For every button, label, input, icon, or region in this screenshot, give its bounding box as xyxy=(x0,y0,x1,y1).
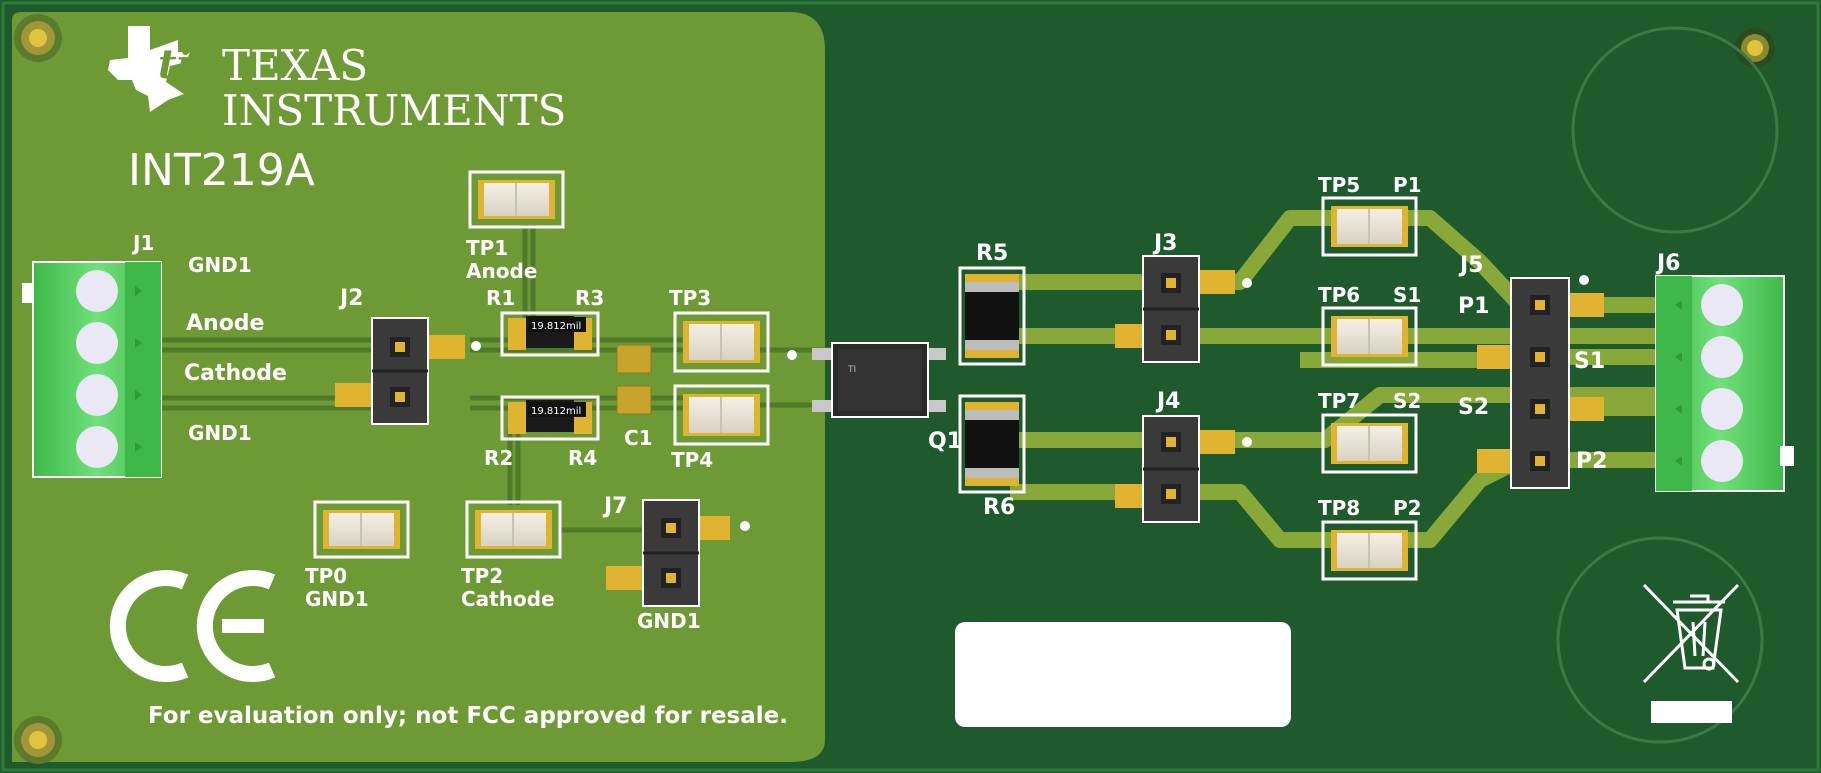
j7-jumper-header[interactable] xyxy=(606,499,750,607)
label-r6: R6 xyxy=(983,495,1015,520)
label-r4: R4 xyxy=(568,446,597,470)
label-tp7-net: S2 xyxy=(1393,389,1421,413)
mounting-hole-top-left xyxy=(14,14,62,62)
r2-r4-resistor-pair[interactable] xyxy=(500,395,600,441)
label-j7-net: GND1 xyxy=(637,609,701,633)
brand-line1: TEXAS xyxy=(222,41,368,90)
label-j4: J4 xyxy=(1155,389,1181,414)
svg-text:ti: ti xyxy=(158,41,192,88)
label-tp6: TP6 xyxy=(1318,283,1360,307)
tp7-test-point[interactable] xyxy=(1321,413,1418,474)
ti-logo-icon: ti xyxy=(108,26,192,112)
svg-text:TI: TI xyxy=(847,365,856,375)
label-tp4: TP4 xyxy=(671,448,713,472)
disclaimer: For evaluation only; not FCC approved fo… xyxy=(148,703,788,729)
label-r1: R1 xyxy=(486,286,515,310)
keepout-circle-top-right xyxy=(1571,26,1779,234)
j3-jumper-header[interactable] xyxy=(1115,255,1252,363)
j5-pin-header[interactable] xyxy=(1477,275,1604,489)
label-j1-gnd1-top: GND1 xyxy=(188,253,252,277)
label-j1-cathode: Cathode xyxy=(184,361,287,386)
label-j1-gnd1-bottom: GND1 xyxy=(188,421,252,445)
tp1-test-point[interactable] xyxy=(468,170,565,229)
tp0-test-point[interactable] xyxy=(313,500,410,559)
label-tp3: TP3 xyxy=(669,286,711,310)
label-r2: R2 xyxy=(484,446,513,470)
label-r5: R5 xyxy=(976,241,1008,266)
tp2-test-point[interactable] xyxy=(465,500,562,559)
label-tp6-net: S1 xyxy=(1393,283,1421,307)
j4-jumper-header[interactable] xyxy=(1115,415,1252,523)
j2-jumper-header[interactable] xyxy=(335,317,481,425)
tp6-test-point[interactable] xyxy=(1321,306,1418,367)
label-j1: J1 xyxy=(131,231,154,255)
label-j5-s2: S2 xyxy=(1458,395,1489,420)
r1-r3-resistor-pair[interactable] xyxy=(500,311,600,357)
keepout-circle-bottom-right xyxy=(1556,536,1764,744)
label-c1: C1 xyxy=(624,426,653,450)
r1-dimension: 19.812mil xyxy=(531,321,581,332)
r2-dimension: 19.812mil xyxy=(531,406,581,417)
label-tp8-net: P2 xyxy=(1393,496,1422,520)
label-tp8: TP8 xyxy=(1318,496,1360,520)
weee-bar xyxy=(1651,701,1732,723)
label-j1-anode: Anode xyxy=(186,311,264,336)
ce-mark-icon: CE xyxy=(109,570,276,682)
label-q1: Q1 xyxy=(928,429,962,454)
label-tp0: TP0 xyxy=(305,564,347,588)
mounting-hole-bottom-left xyxy=(14,716,62,764)
tp8-test-point[interactable] xyxy=(1321,520,1418,581)
label-j2: J2 xyxy=(338,286,364,311)
label-tp2-net: Cathode xyxy=(461,587,555,611)
crossed-out-wheelie-bin-icon xyxy=(1642,583,1740,684)
q1-ic[interactable]: TI xyxy=(812,342,946,418)
label-tp5: TP5 xyxy=(1318,173,1360,197)
label-tp1-net: Anode xyxy=(466,259,537,283)
label-j7: J7 xyxy=(602,494,628,519)
label-tp2: TP2 xyxy=(461,564,503,588)
label-j5-s1: S1 xyxy=(1574,349,1605,374)
j1-terminal-block[interactable] xyxy=(22,261,162,478)
board-name: INT219A xyxy=(128,145,315,196)
label-j5: J5 xyxy=(1458,253,1484,278)
label-tp1: TP1 xyxy=(466,236,508,260)
label-j5-p1: P1 xyxy=(1458,294,1489,319)
label-j5-p2: P2 xyxy=(1576,449,1607,474)
label-tp7: TP7 xyxy=(1318,389,1360,413)
brand-line2: INSTRUMENTS xyxy=(222,86,566,135)
label-tp5-net: P1 xyxy=(1393,173,1422,197)
tp5-test-point[interactable] xyxy=(1321,196,1418,257)
c1-capacitor[interactable] xyxy=(612,342,656,416)
serial-label-area xyxy=(955,622,1291,727)
label-j6: J6 xyxy=(1655,251,1681,276)
tp4-test-point[interactable] xyxy=(673,384,770,446)
j6-terminal-block[interactable] xyxy=(1655,275,1794,492)
mounting-hole-top-right xyxy=(1735,28,1775,68)
r5-resistor[interactable] xyxy=(958,266,1026,366)
tp3-test-point[interactable] xyxy=(673,311,797,373)
r6-resistor[interactable] xyxy=(958,394,1026,494)
label-j3: J3 xyxy=(1152,231,1178,256)
label-r3: R3 xyxy=(575,286,604,310)
label-tp0-net: GND1 xyxy=(305,587,369,611)
